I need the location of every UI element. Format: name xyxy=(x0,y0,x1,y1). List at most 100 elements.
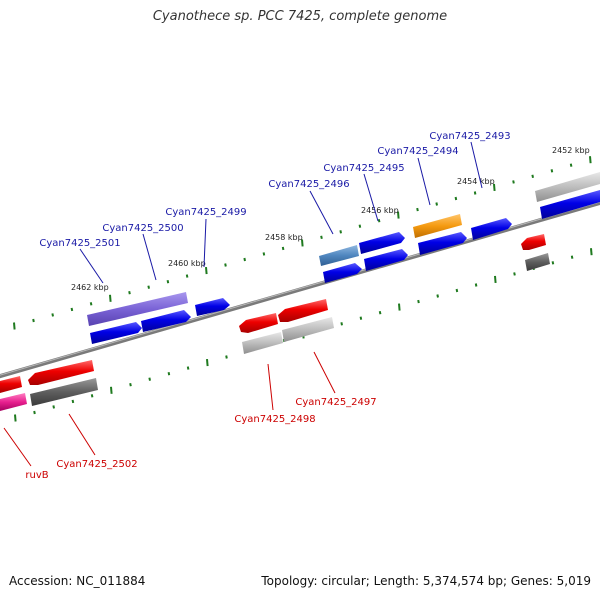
minor-tick xyxy=(129,383,132,387)
gene-arrow[interactable] xyxy=(242,332,283,354)
reverse-label-leaders xyxy=(3,351,336,467)
gene-arrow[interactable] xyxy=(282,317,334,342)
gene-arrow[interactable] xyxy=(540,190,600,219)
reverse-genes xyxy=(0,234,550,411)
gene-label[interactable]: Cyan7425_2497 xyxy=(295,397,376,408)
minor-tick xyxy=(416,207,419,212)
gene-arrow[interactable] xyxy=(28,360,94,385)
gene-arrow[interactable] xyxy=(87,292,188,326)
major-tick xyxy=(301,239,304,247)
minor-tick xyxy=(147,285,150,289)
gene-label[interactable]: Cyan7425_2501 xyxy=(39,238,120,249)
major-tick xyxy=(14,414,17,422)
minor-tick xyxy=(531,174,534,178)
minor-tick xyxy=(186,366,190,370)
major-tick xyxy=(109,294,112,302)
minor-tick xyxy=(89,302,93,306)
gene-arrow[interactable] xyxy=(471,218,512,240)
gene-arrow[interactable] xyxy=(359,232,405,254)
tick-row-forward xyxy=(13,156,592,330)
gene-arrow[interactable] xyxy=(0,393,27,411)
gene-arrow[interactable] xyxy=(0,376,22,393)
minor-tick xyxy=(551,261,555,265)
minor-tick xyxy=(148,377,151,381)
minor-tick xyxy=(359,316,363,320)
gene-label[interactable]: Cyan7425_2496 xyxy=(268,179,349,190)
minor-tick xyxy=(128,291,131,295)
forward-label-leaders xyxy=(79,141,483,284)
minor-tick xyxy=(358,224,362,228)
major-tick xyxy=(13,322,16,330)
gene-arrow[interactable] xyxy=(195,298,230,316)
gene-arrow[interactable] xyxy=(90,322,142,344)
minor-tick xyxy=(51,313,54,317)
minor-tick xyxy=(570,255,574,259)
minor-tick xyxy=(70,307,74,312)
gene-label[interactable]: Cyan7425_2494 xyxy=(377,146,458,157)
gene-arrow[interactable] xyxy=(278,299,328,322)
minor-tick xyxy=(569,163,573,167)
gene-label[interactable]: Cyan7425_2498 xyxy=(234,414,315,425)
gene-arrow[interactable] xyxy=(418,232,467,255)
minor-tick xyxy=(185,274,189,278)
major-tick xyxy=(398,303,401,311)
minor-tick xyxy=(455,288,459,293)
scale-label: 2460 kbp xyxy=(168,259,206,268)
gene-label[interactable]: Cyan7425_2493 xyxy=(429,131,510,142)
minor-tick xyxy=(224,263,227,267)
gene-arrow[interactable] xyxy=(364,249,408,271)
forward-gene-labels: Cyan7425_2501 Cyan7425_2500 Cyan7425_249… xyxy=(39,131,510,249)
minor-tick xyxy=(33,410,36,415)
accession-text: Accession: NC_011884 xyxy=(9,574,146,588)
gene-arrow[interactable] xyxy=(319,245,359,266)
major-tick xyxy=(493,183,496,191)
minor-tick xyxy=(320,235,323,239)
minor-tick xyxy=(243,257,246,262)
minor-tick xyxy=(166,280,170,284)
major-tick xyxy=(589,156,592,164)
minor-tick xyxy=(225,355,228,359)
gene-arrow[interactable] xyxy=(239,313,278,333)
genome-backbone xyxy=(0,200,600,379)
gene-label[interactable]: Cyan7425_2502 xyxy=(56,459,137,470)
gene-arrow[interactable] xyxy=(535,172,600,202)
major-tick xyxy=(205,267,208,275)
gene-label[interactable]: Cyan7425_2495 xyxy=(323,163,404,174)
minor-tick xyxy=(474,283,478,287)
gene-label[interactable]: ruvB xyxy=(25,470,48,481)
gene-arrow[interactable] xyxy=(141,310,191,332)
major-tick xyxy=(397,211,400,219)
gene-arrow[interactable] xyxy=(30,378,98,406)
minor-tick xyxy=(167,372,171,376)
minor-tick xyxy=(454,196,458,201)
minor-tick xyxy=(377,219,381,223)
minor-tick xyxy=(90,394,94,398)
gene-label[interactable]: Cyan7425_2500 xyxy=(102,223,183,234)
gene-arrow[interactable] xyxy=(323,263,362,283)
minor-tick xyxy=(339,230,342,234)
scale-label: 2458 kbp xyxy=(265,233,303,242)
major-tick xyxy=(206,359,209,367)
gene-arrow[interactable] xyxy=(525,253,550,271)
major-tick xyxy=(494,275,497,283)
forward-genes xyxy=(87,172,600,344)
minor-tick xyxy=(513,272,516,276)
minor-tick xyxy=(436,294,439,298)
major-tick xyxy=(590,248,593,256)
major-tick xyxy=(110,386,113,394)
minor-tick xyxy=(340,322,343,326)
minor-tick xyxy=(417,299,420,304)
minor-tick xyxy=(32,318,35,323)
minor-tick xyxy=(52,405,55,409)
minor-tick xyxy=(262,252,266,256)
minor-tick xyxy=(435,202,438,206)
scale-label: 2462 kbp xyxy=(71,283,109,292)
scale-label: 2456 kbp xyxy=(361,206,399,215)
gene-label[interactable]: Cyan7425_2499 xyxy=(165,207,246,218)
minor-tick xyxy=(71,399,75,404)
gene-arrow[interactable] xyxy=(521,234,546,250)
scale-label: 2452 kbp xyxy=(552,146,590,155)
map-title: Cyanothece sp. PCC 7425, complete genome xyxy=(152,9,448,24)
gene-arrow[interactable] xyxy=(413,214,462,238)
